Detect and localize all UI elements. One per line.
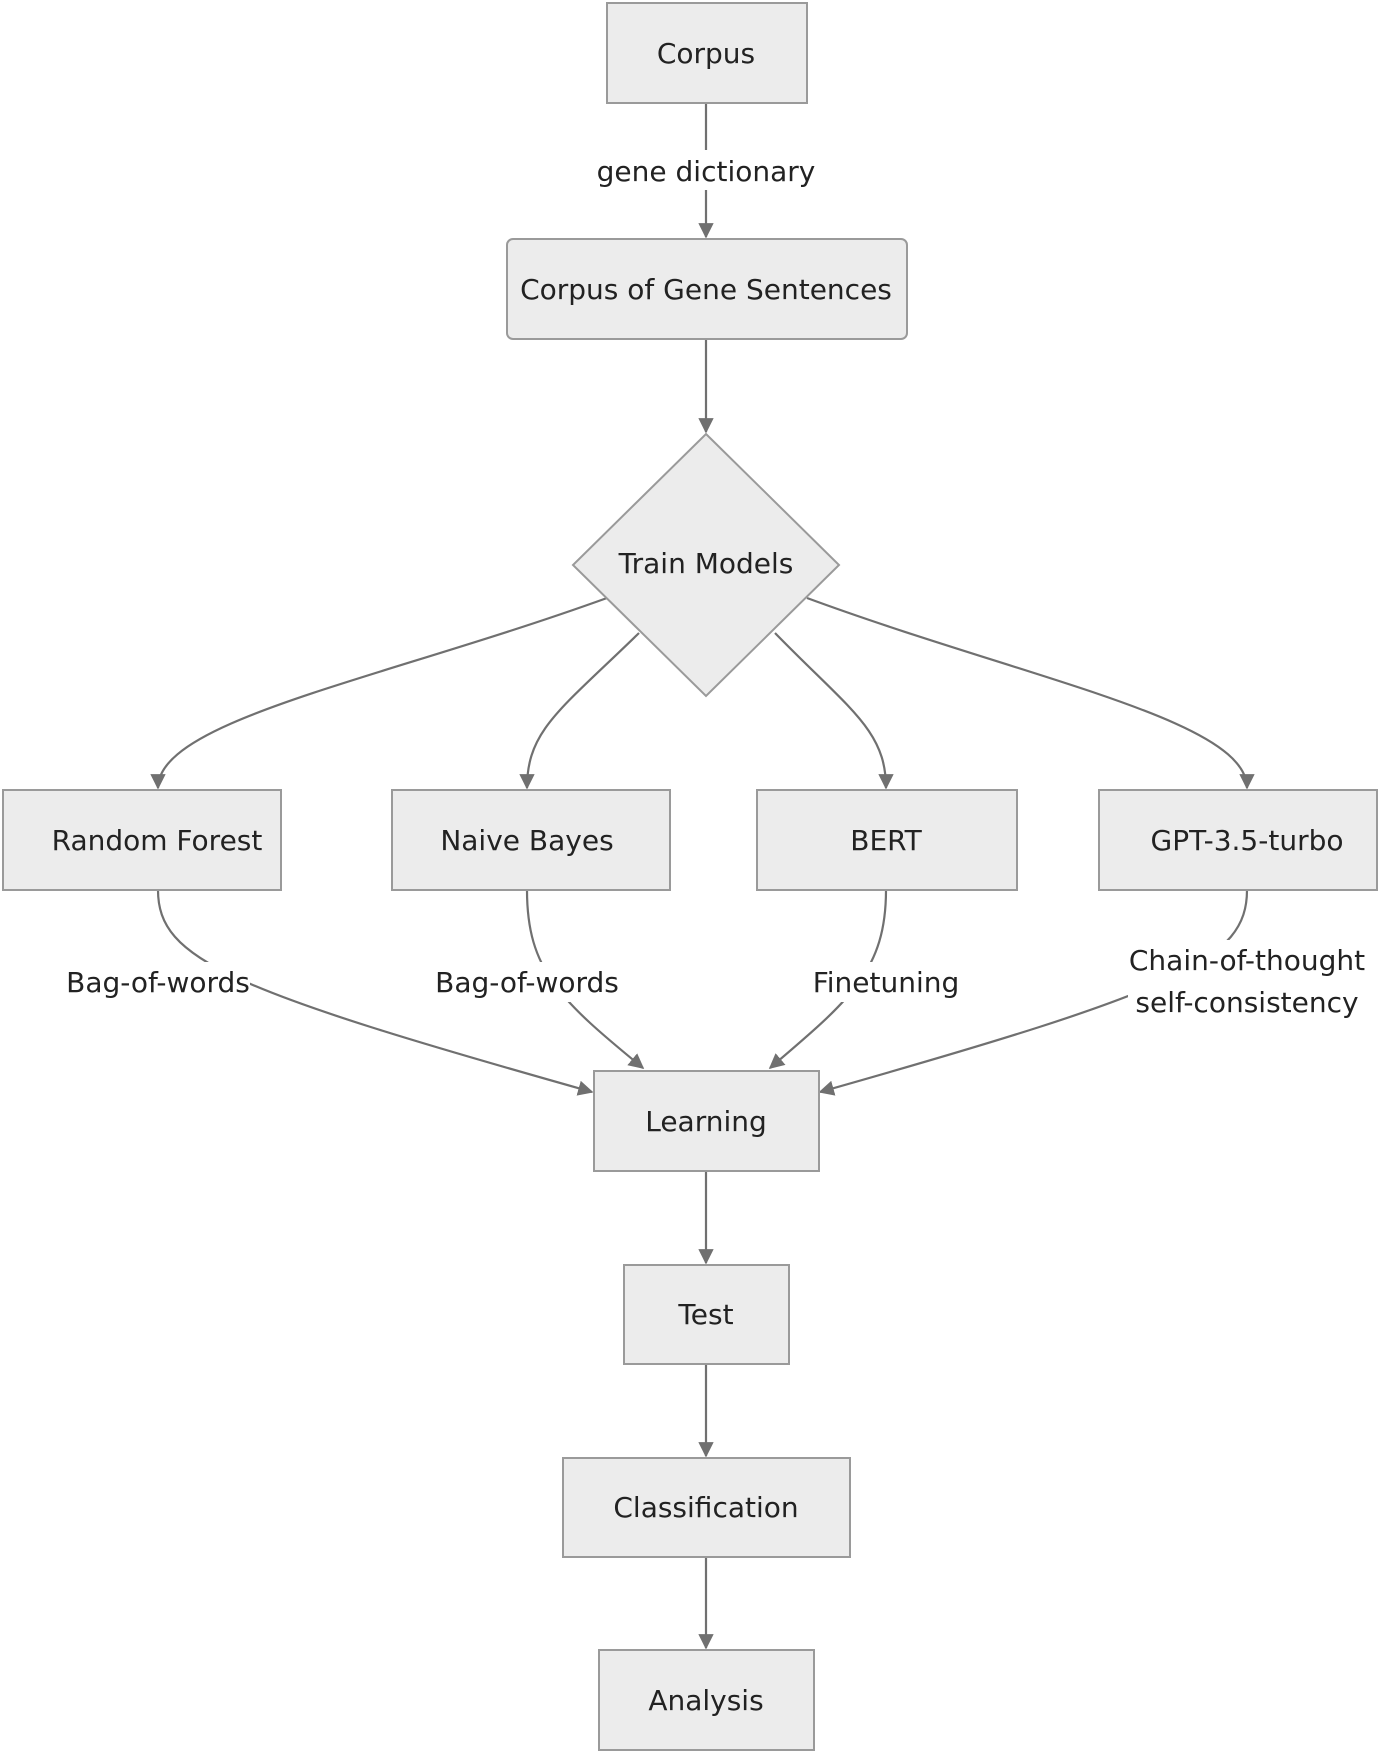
edge-label-chain-of-thought: Chain-of-thought self-consistency	[1128, 940, 1366, 1022]
node-corpus-label: Corpus	[657, 37, 755, 70]
edge-label-finetuning: Finetuning	[812, 962, 960, 1002]
node-random-forest-label: Random Forest	[52, 824, 263, 857]
edge-train-models-to-random-forest	[150, 596, 608, 790]
node-bert: BERT	[756, 789, 1018, 891]
edge-label-nb-bag-of-words: Bag-of-words	[435, 962, 619, 1002]
node-train-models-label: Train Models	[618, 547, 794, 580]
node-bert-label: BERT	[850, 824, 922, 857]
node-classification: Classification	[562, 1457, 851, 1558]
node-random-forest: Random Forest	[2, 789, 282, 891]
node-test-label: Test	[677, 1298, 733, 1331]
node-learning-label: Learning	[645, 1105, 767, 1138]
edge-label-self-consistency-text: self-consistency	[1135, 986, 1358, 1019]
edge-label-gene-dictionary: gene dictionary	[597, 150, 816, 190]
node-gpt-3-5-turbo: GPT-3.5-turbo	[1098, 789, 1378, 891]
node-learning: Learning	[593, 1070, 820, 1172]
edge-label-rf-bag-of-words-text: Bag-of-words	[66, 966, 250, 999]
edge-label-nb-bag-of-words-text: Bag-of-words	[435, 966, 619, 999]
node-corpus: Corpus	[606, 2, 808, 104]
edge-label-rf-bag-of-words: Bag-of-words	[66, 962, 250, 1002]
edge-label-chain-of-thought-text: Chain-of-thought	[1129, 944, 1365, 977]
edge-train-models-to-gpt	[806, 596, 1255, 790]
edge-label-gene-dictionary-text: gene dictionary	[597, 155, 816, 188]
node-naive-bayes: Naive Bayes	[391, 789, 671, 891]
node-test: Test	[623, 1264, 790, 1365]
node-train-models: Train Models	[571, 432, 841, 698]
edge-label-finetuning-text: Finetuning	[813, 966, 960, 999]
node-naive-bayes-label: Naive Bayes	[440, 824, 613, 857]
edge-train-models-to-bert	[774, 632, 894, 790]
node-classification-label: Classification	[613, 1491, 798, 1524]
node-analysis-label: Analysis	[648, 1684, 763, 1717]
node-analysis: Analysis	[598, 1649, 815, 1751]
node-gpt-3-5-turbo-label: GPT-3.5-turbo	[1151, 824, 1344, 857]
node-corpus-of-gene-sentences-label: Corpus of Gene Sentences	[520, 273, 892, 306]
node-corpus-of-gene-sentences: Corpus of Gene Sentences	[506, 238, 908, 340]
edge-train-models-to-naive-bayes	[519, 632, 640, 790]
